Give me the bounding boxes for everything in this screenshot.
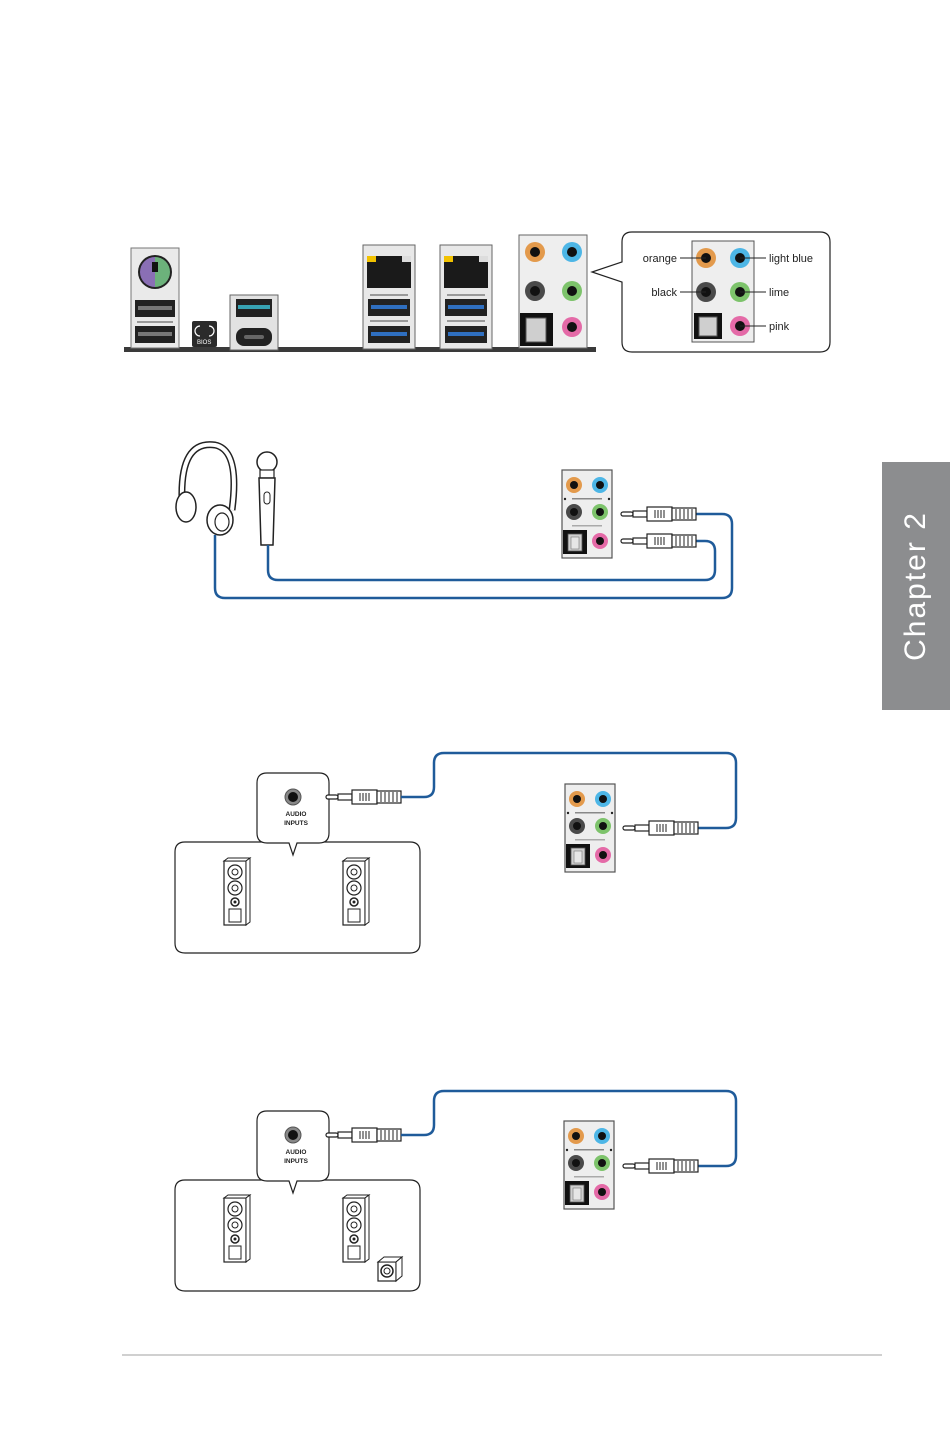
audio-plug: [621, 534, 696, 548]
chapter-tab-label: Chapter 2: [899, 511, 933, 661]
subwoofer-icon: [378, 1257, 402, 1281]
lan-usb-stack-1: [363, 245, 415, 349]
headphone-mic-diagram: [176, 445, 732, 598]
speaker-icon: [224, 858, 250, 925]
label-light-blue: light blue: [769, 253, 813, 265]
speaker-icon: [343, 1195, 369, 1262]
usb-typec-stack: [230, 295, 278, 350]
audio-plug: [621, 507, 696, 521]
rear-audio-ports: [519, 235, 587, 348]
speaker-icon: [224, 1195, 250, 1262]
audio-inputs-label: INPUTS: [284, 820, 309, 827]
headphone-cable: [215, 514, 732, 598]
label-orange: orange: [643, 253, 677, 265]
bios-label: BIOS: [197, 340, 211, 346]
audio-plug: [623, 1159, 698, 1173]
ps2-usb-stack: [131, 248, 179, 348]
audio-plug: [623, 821, 698, 835]
audio-inputs-label: AUDIO: [286, 1149, 307, 1156]
audio-port-module: [564, 1121, 614, 1209]
headphone-icon: [176, 445, 234, 535]
rear-io-panel: BIOS: [124, 235, 596, 352]
label-black: black: [651, 287, 677, 299]
audio-port-module: [562, 470, 612, 558]
chapter-tab: Chapter 2: [882, 462, 950, 710]
audio-port-module: [565, 784, 615, 872]
audio-inputs-label: INPUTS: [284, 1158, 309, 1165]
audio-plug: [326, 1128, 401, 1142]
speaker-21ch-diagram: AUDIO INPUTS: [175, 1091, 736, 1291]
label-lime: lime: [769, 287, 789, 299]
speaker-2ch-diagram: AUDIO INPUTS: [175, 753, 736, 953]
footer-divider: [122, 1354, 882, 1356]
label-pink: pink: [769, 321, 790, 333]
lan-usb-stack-2: [440, 245, 492, 349]
speaker-icon: [343, 858, 369, 925]
audio-plug: [326, 790, 401, 804]
audio-port-callout: orange black light blue lime pink: [592, 232, 830, 352]
microphone-icon: [257, 452, 277, 545]
bios-flashback-button[interactable]: BIOS: [192, 321, 217, 347]
audio-inputs-label: AUDIO: [286, 811, 307, 818]
